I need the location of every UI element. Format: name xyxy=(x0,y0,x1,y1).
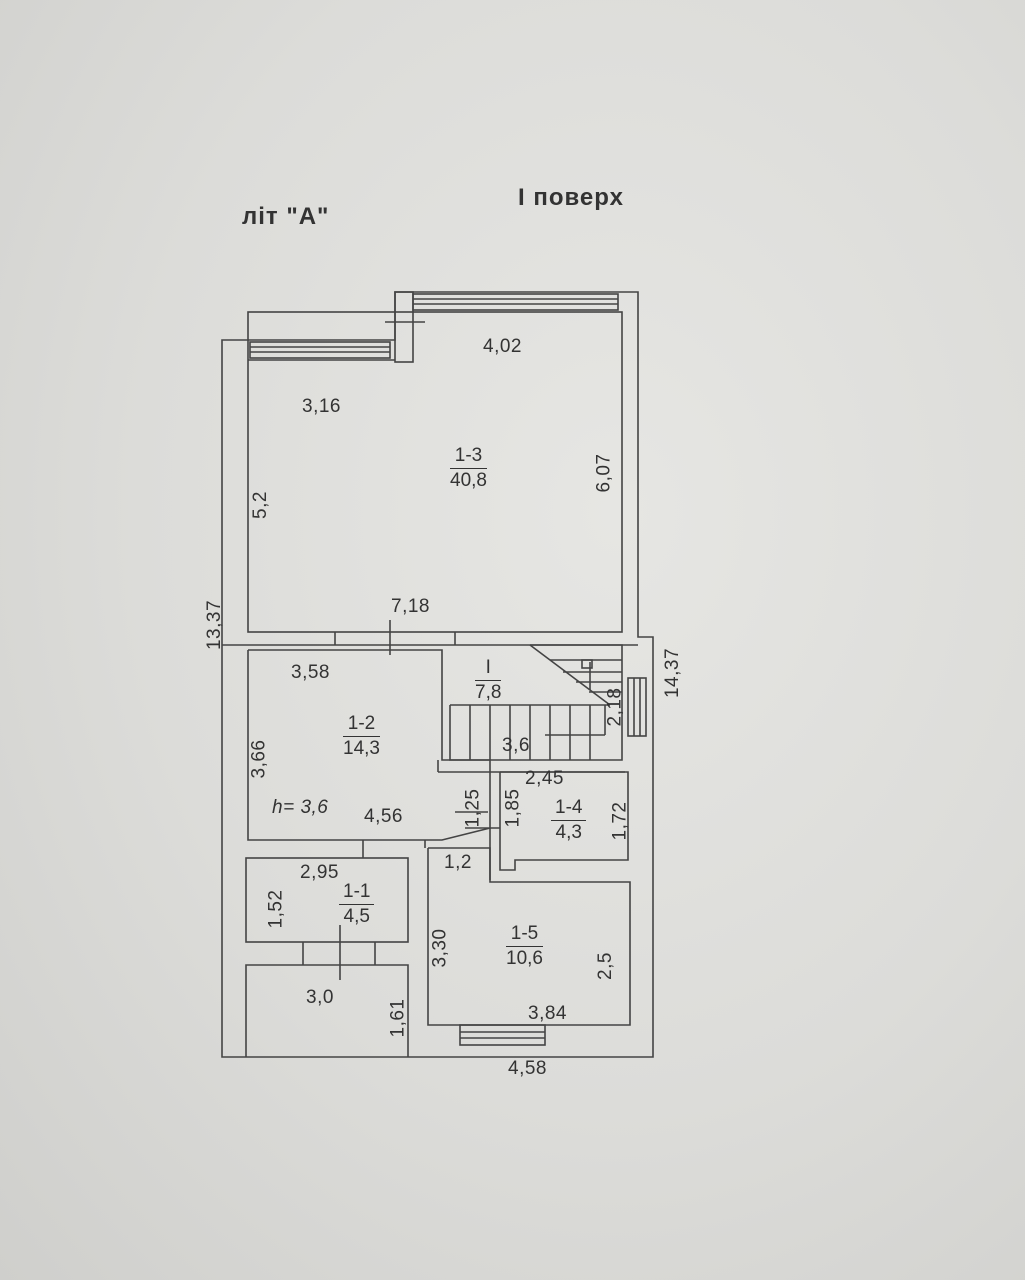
dimension-label: 1,52 xyxy=(265,889,287,929)
room-area: 40,8 xyxy=(450,470,487,491)
dimension-label: 6,07 xyxy=(593,453,615,493)
dimension-label: 3,0 xyxy=(306,987,334,1008)
room-id: I xyxy=(475,656,502,681)
dimension-label: 14,37 xyxy=(662,647,684,699)
dimension-label: 13,37 xyxy=(204,599,226,651)
dimension-label: 3,30 xyxy=(429,928,451,968)
room-area: 14,3 xyxy=(343,738,380,759)
room-id: 1-3 xyxy=(450,444,487,469)
room-1-3-label: 1-3 40,8 xyxy=(450,444,487,493)
column-top xyxy=(394,291,414,363)
window-stair xyxy=(627,677,647,737)
room-id: 1-1 xyxy=(339,880,375,905)
dimension-label: 7,18 xyxy=(391,596,430,617)
room-area: 7,8 xyxy=(475,682,502,703)
dimension-label: 3,6 xyxy=(502,735,530,756)
ceiling-height-label: h= 3,6 xyxy=(272,797,329,818)
room-area: 10,6 xyxy=(506,948,543,969)
room-I-label: I 7,8 xyxy=(475,656,502,705)
dimension-label: 2,45 xyxy=(525,768,564,789)
room-1-1-outline xyxy=(245,857,409,943)
window-top-left xyxy=(249,341,391,359)
staircase-outline xyxy=(449,644,623,761)
dimension-label: 1,25 xyxy=(462,788,484,828)
dimension-label: 3,16 xyxy=(302,396,341,417)
room-1-5-label: 1-5 10,6 xyxy=(506,922,543,971)
dimension-label: 4,56 xyxy=(364,806,403,827)
dimension-label: 4,58 xyxy=(508,1058,547,1079)
building-heading: літ "А" xyxy=(242,203,330,230)
room-1-4-outline xyxy=(499,771,629,871)
dimension-label: 1,85 xyxy=(502,788,524,828)
room-id: 1-5 xyxy=(506,922,543,947)
room-1-3-outline xyxy=(247,311,623,633)
room-1-5-outline xyxy=(427,847,631,1026)
room-id: 1-2 xyxy=(343,712,380,737)
dimension-label: 1,72 xyxy=(609,801,631,841)
dimension-label: 2,5 xyxy=(594,952,616,980)
dimension-label: 1,61 xyxy=(387,998,409,1038)
dimension-label: 5,2 xyxy=(249,491,271,519)
dimension-label: 2,95 xyxy=(300,862,339,883)
dimension-label: 2,18 xyxy=(604,687,626,727)
dimension-label: 3,58 xyxy=(291,662,330,683)
room-1-1-label: 1-1 4,5 xyxy=(339,880,375,929)
window-top-right xyxy=(412,293,619,311)
room-area: 4,3 xyxy=(555,822,582,843)
porch-outline xyxy=(245,964,409,1057)
room-1-4-label: 1-4 4,3 xyxy=(551,796,587,845)
room-area: 4,5 xyxy=(343,906,370,927)
window-1-5 xyxy=(459,1024,546,1046)
dimension-label: 3,84 xyxy=(528,1003,567,1024)
dimension-label: 4,02 xyxy=(483,336,522,357)
room-1-2-label: 1-2 14,3 xyxy=(343,712,380,761)
dimension-label: 1,2 xyxy=(444,852,472,873)
room-1-2-outline xyxy=(247,649,491,841)
floor-heading: I поверх xyxy=(518,184,624,211)
room-id: 1-4 xyxy=(551,796,587,821)
dimension-label: 3,66 xyxy=(248,739,270,779)
